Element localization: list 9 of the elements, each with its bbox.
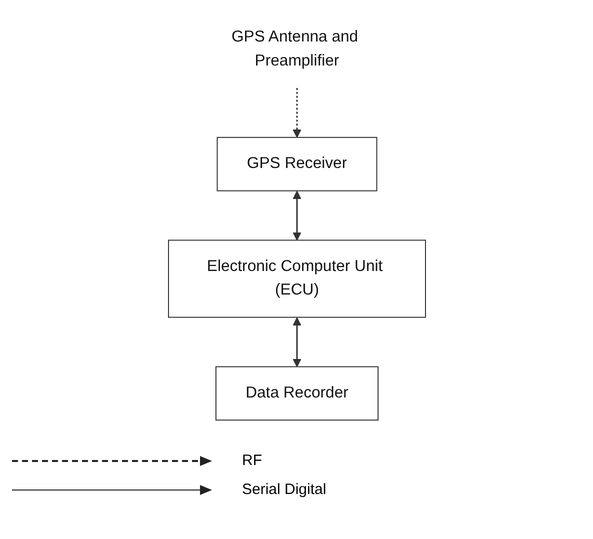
legend-label: Serial Digital xyxy=(242,481,326,498)
arrow xyxy=(292,88,301,138)
node-box: GPS Receiver xyxy=(216,136,377,191)
legend-label: RF xyxy=(242,452,262,469)
node-box: Data Recorder xyxy=(214,366,378,420)
arrow xyxy=(292,316,301,367)
arrow xyxy=(292,190,301,240)
node-text: GPS Antenna and Preamplifier xyxy=(230,28,358,69)
node-box: Electronic Computer Unit (ECU) xyxy=(168,239,426,318)
